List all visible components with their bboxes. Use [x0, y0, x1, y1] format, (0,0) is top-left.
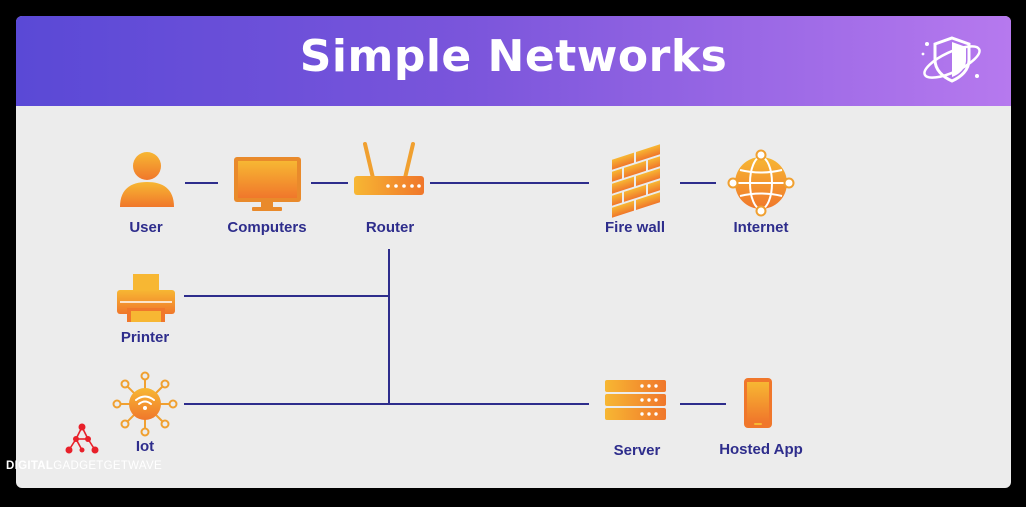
brand-watermark: DIGITALGADGETGETWAVE [6, 420, 181, 490]
user-icon [120, 152, 174, 207]
page-title: Simple Networks [299, 31, 728, 82]
wifi-hub-icon [112, 371, 178, 437]
node-label-user: User [129, 219, 163, 236]
node-label-internet: Internet [733, 219, 789, 236]
smartphone-icon [744, 378, 772, 428]
printer-icon [117, 274, 175, 322]
header-banner: Simple Networks [16, 16, 1011, 106]
monitor-icon [234, 157, 301, 211]
router-icon [354, 142, 424, 195]
node-label-firewall: Fire wall [604, 219, 666, 236]
brand-name: DIGITALGADGETGETWAVE [6, 460, 162, 472]
network-diagram [112, 142, 795, 437]
node-label-router: Router [365, 219, 415, 236]
globe-icon [727, 149, 795, 217]
server-icon [605, 380, 666, 420]
node-label-printer: Printer [120, 329, 170, 346]
network-logo-icon [65, 423, 99, 454]
diagram-frame: Simple Networks [16, 16, 1011, 488]
node-label-hosted-app: Hosted App [719, 441, 803, 458]
shield-icon [921, 36, 981, 83]
node-label-iot: Iot [135, 438, 155, 455]
node-label-computers: Computers [227, 219, 307, 236]
brick-wall-icon [612, 144, 660, 218]
node-label-server: Server [613, 442, 661, 459]
